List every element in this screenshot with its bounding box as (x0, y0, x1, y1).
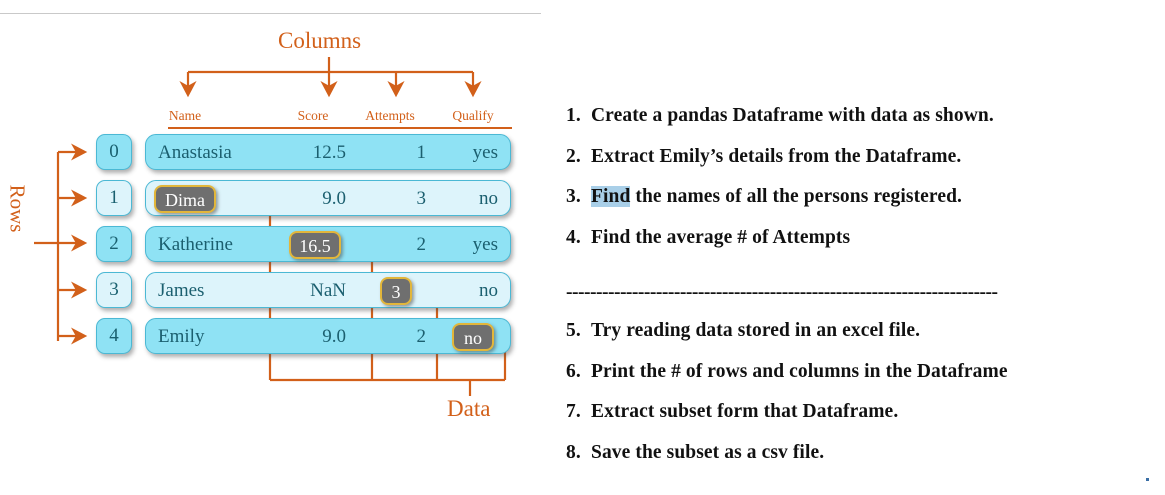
highlighted-cell-attempts[interactable]: 3 (380, 277, 412, 305)
row-index-chip[interactable]: 4 (96, 318, 132, 354)
cell-attempts: 2 (416, 234, 427, 255)
task-list-secondary: 5. Try reading data stored in an excel f… (566, 320, 1162, 482)
task-item[interactable]: 7. Extract subset form that Dataframe. (566, 401, 1162, 425)
column-header-score: Score (297, 108, 329, 123)
task-number: 8. (566, 441, 581, 463)
task-number: 2. (566, 145, 581, 167)
dashed-separator: ----------------------------------------… (566, 282, 998, 303)
row-index-chip[interactable]: 1 (96, 180, 132, 216)
cursor-dot (1146, 478, 1149, 481)
task-label: Save the subset as a csv file. (591, 441, 825, 463)
task-label: Find the average # of Attempts (591, 226, 851, 248)
task-list-primary: 1. Create a pandas Dataframe with data a… (566, 105, 1162, 267)
top-divider-rule (0, 13, 541, 14)
task-number: 1. (566, 105, 581, 126)
task-item[interactable]: 1. Create a pandas Dataframe with data a… (566, 105, 1162, 129)
cell-score: 12.5 (312, 142, 346, 163)
cell-name: Katherine (158, 234, 233, 255)
text-selection-highlight: Find (591, 186, 631, 207)
task-item[interactable]: 5. Try reading data stored in an excel f… (566, 320, 1162, 344)
cell-score: 9.0 (322, 326, 346, 347)
column-header-attempts: Attempts (365, 108, 415, 123)
task-item[interactable]: 4. Find the average # of Attempts (566, 227, 1162, 251)
table-row[interactable]: Emily 9.0 2 no (145, 318, 511, 354)
task-number: 5. (566, 320, 581, 341)
cell-name: Anastasia (158, 142, 232, 163)
task-item[interactable]: 6. Print the # of rows and columns in th… (566, 361, 1162, 385)
cell-score: 9.0 (322, 188, 346, 209)
task-number: 6. (566, 360, 581, 382)
task-label: Find the names of all the persons regist… (591, 186, 962, 208)
cell-qualify: no (479, 188, 498, 209)
table-row[interactable]: Anastasia 12.5 1 yes (145, 134, 511, 170)
task-item[interactable]: 2. Extract Emily’s details from the Data… (566, 146, 1162, 170)
highlighted-cell-qualify[interactable]: no (452, 323, 494, 351)
columns-annotation-label: Columns (278, 28, 362, 53)
task-label: Try reading data stored in an excel file… (591, 320, 921, 341)
data-annotation-label: Data (447, 396, 491, 421)
task-label: Print the # of rows and columns in the D… (591, 360, 1008, 382)
highlighted-cell-score[interactable]: 16.5 (289, 231, 341, 259)
highlighted-cell-name[interactable]: Dima (154, 185, 216, 213)
column-header-name: Name (168, 108, 202, 123)
task-number: 3. (566, 186, 581, 207)
cell-name: Emily (158, 326, 205, 347)
column-header-qualify: Qualify (452, 108, 494, 123)
task-label: Extract subset form that Dataframe. (591, 401, 899, 422)
cell-attempts: 2 (416, 326, 427, 347)
cell-qualify: no (479, 280, 498, 301)
task-label: Create a pandas Dataframe with data as s… (591, 105, 994, 126)
table-row[interactable]: Dima 9.0 3 no (145, 180, 511, 216)
cell-qualify: yes (472, 234, 498, 255)
task-item[interactable]: 3. Find the names of all the persons reg… (566, 186, 1162, 210)
table-row[interactable]: Katherine 16.5 2 yes (145, 226, 511, 262)
task-number: 7. (566, 401, 581, 422)
cell-score: NaN (310, 280, 346, 301)
task-number: 4. (566, 226, 581, 248)
row-index-chip[interactable]: 0 (96, 134, 132, 170)
table-row[interactable]: James NaN 3 no (145, 272, 511, 308)
row-index-chip[interactable]: 3 (96, 272, 132, 308)
rows-annotation-label: Rows (5, 184, 30, 233)
cell-attempts: 3 (416, 188, 427, 209)
cell-name: James (158, 280, 205, 301)
row-index-chip[interactable]: 2 (96, 226, 132, 262)
task-label-rest: the names of all the persons registered. (630, 186, 963, 207)
task-label: Extract Emily’s details from the Datafra… (591, 145, 962, 167)
task-item[interactable]: 8. Save the subset as a csv file. (566, 442, 1162, 466)
cell-qualify: yes (472, 142, 498, 163)
cell-attempts: 1 (416, 142, 427, 163)
header-underline (168, 127, 512, 129)
